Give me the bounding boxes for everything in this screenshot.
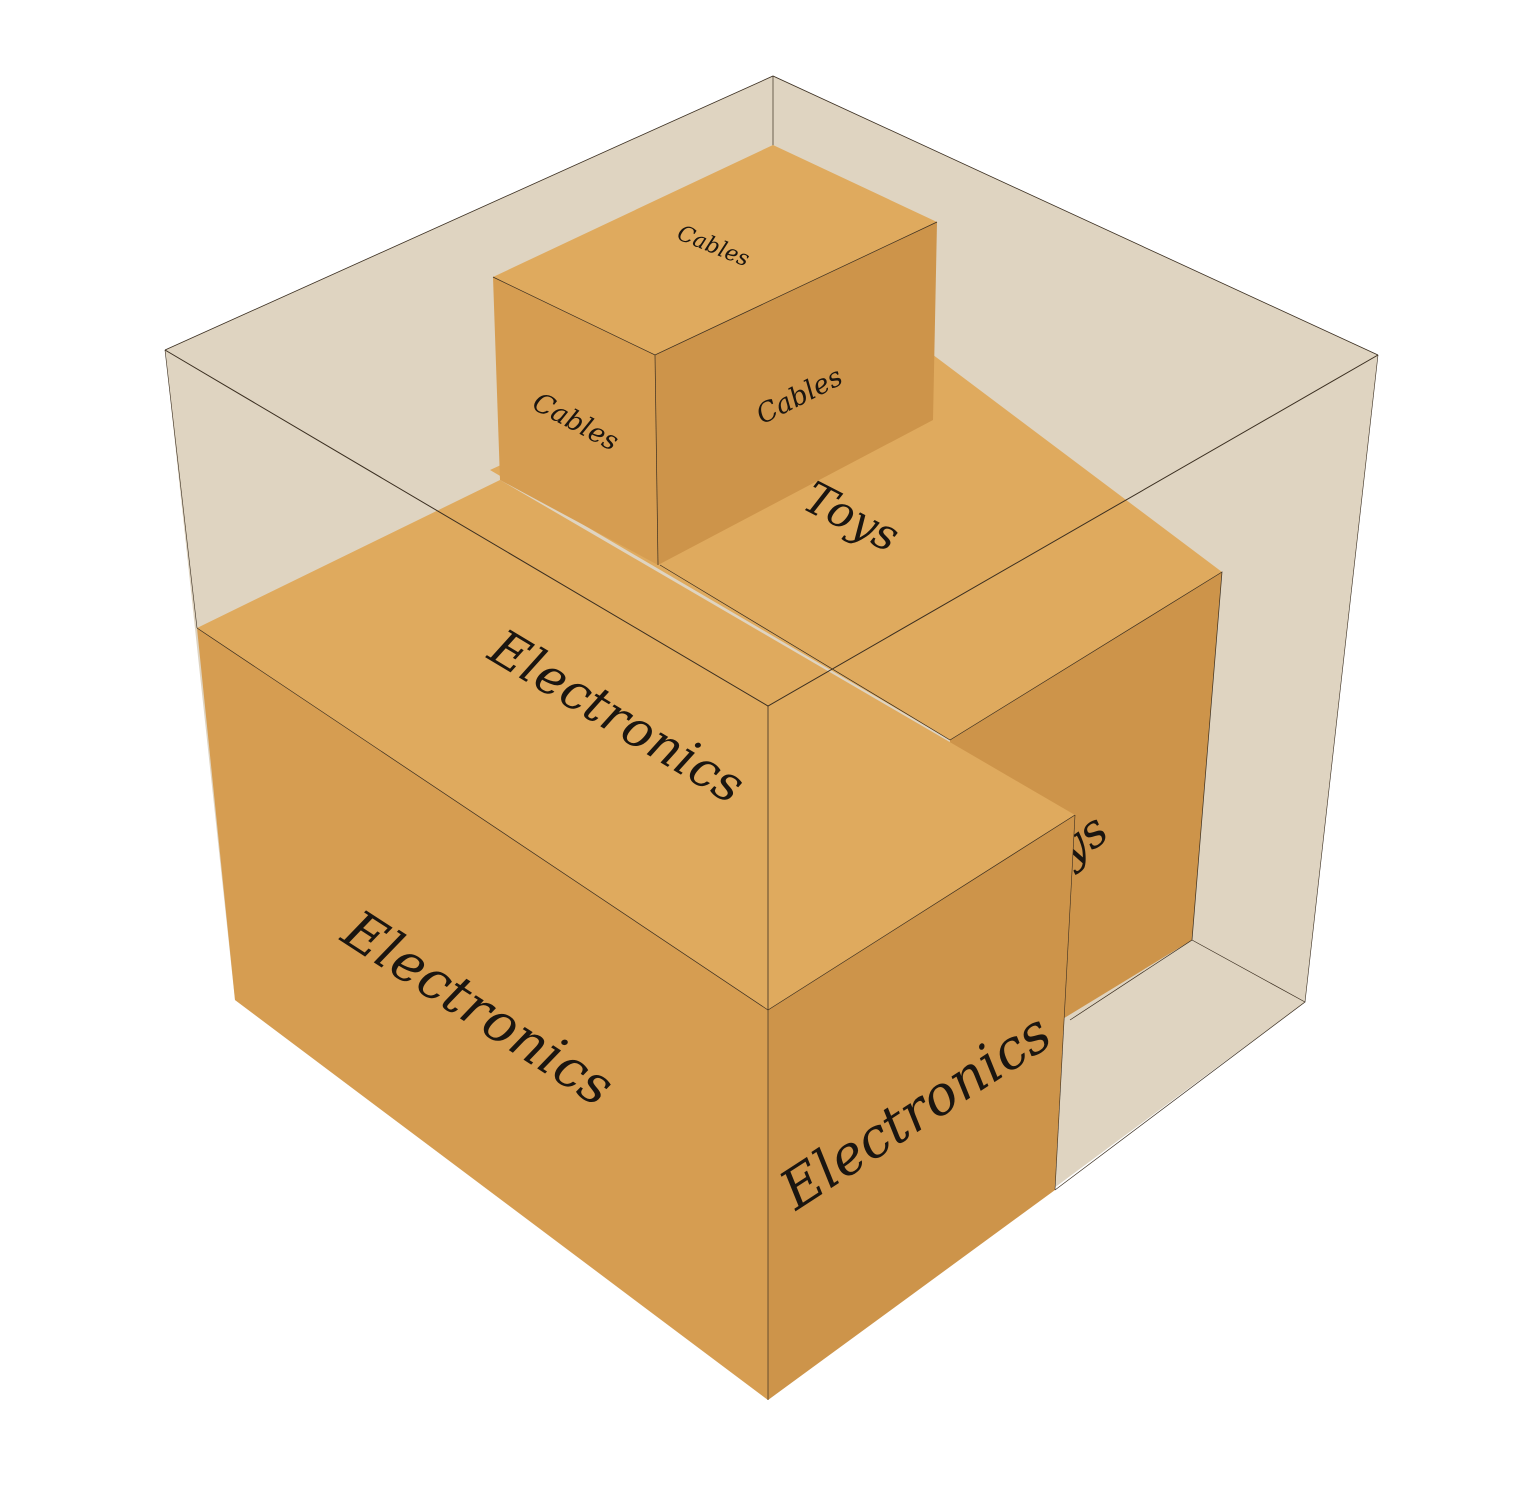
cables-front-vertical-edge bbox=[654, 354, 659, 566]
toys-edges bbox=[659, 564, 1223, 1021]
container-right-edge bbox=[1304, 354, 1379, 1003]
cables-top-face bbox=[493, 145, 937, 355]
electronics-right-vertical-edge bbox=[1054, 814, 1076, 1191]
electronics-top-face bbox=[197, 480, 1075, 1010]
box-cables[interactable]: Cables Cables Cables bbox=[492, 145, 938, 566]
container-left-edge bbox=[164, 349, 198, 629]
cables-right-face bbox=[655, 222, 937, 565]
electronics-left-face bbox=[197, 628, 768, 1400]
cables-left-face bbox=[493, 277, 658, 565]
box-electronics[interactable]: Electronics Electronics Electronics bbox=[196, 480, 1076, 1400]
